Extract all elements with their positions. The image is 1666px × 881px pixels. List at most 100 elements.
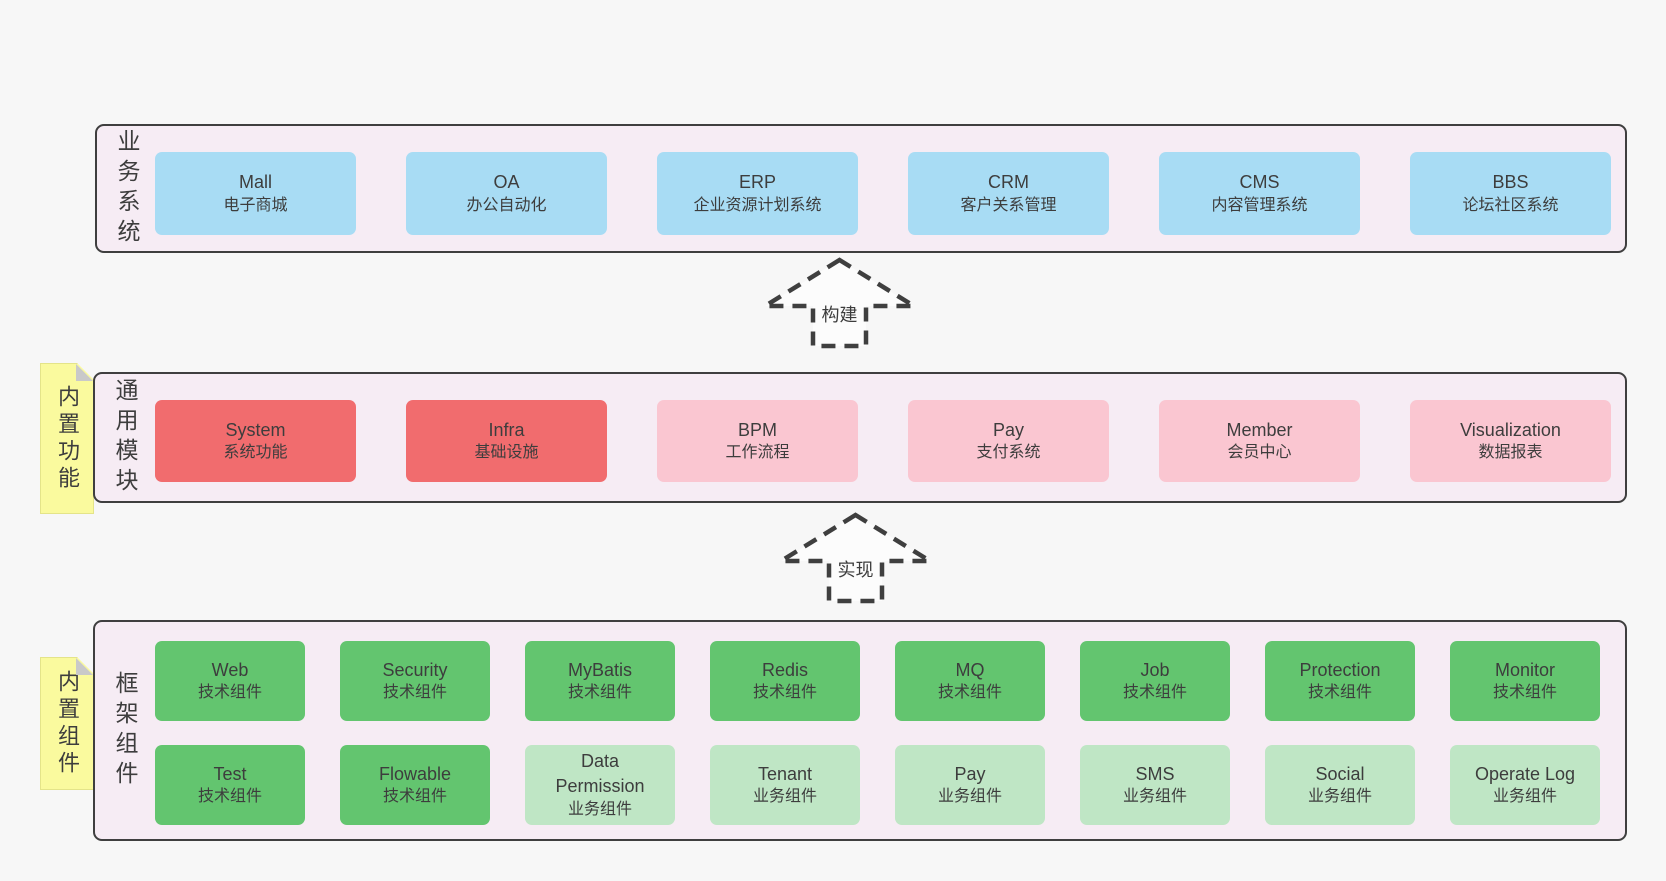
box-zh-label: 业务组件 bbox=[1307, 788, 1372, 806]
box-operate-log: Operate Log 业务组件 bbox=[1450, 745, 1600, 825]
box-zh-label: 会员中心 bbox=[1227, 444, 1292, 462]
band-business-systems: 业务系统 Mall 电子商城 OA 办公自动化 ERP 企业资源计划系统 CRM… bbox=[95, 124, 1627, 253]
box-zh-label: 业务组件 bbox=[1122, 788, 1187, 806]
box-system: System 系统功能 bbox=[155, 400, 356, 482]
box-zh-label: 企业资源计划系统 bbox=[693, 196, 822, 214]
sticky-note-label: 内置组件 bbox=[55, 669, 80, 778]
box-en-label: Web bbox=[211, 659, 249, 680]
box-zh-label: 业务组件 bbox=[1492, 788, 1557, 806]
box-zh-label: 技术组件 bbox=[752, 684, 817, 702]
sticky-note-label: 内置功能 bbox=[55, 384, 80, 493]
box-bpm: BPM 工作流程 bbox=[657, 400, 858, 482]
box-job: Job 技术组件 bbox=[1080, 641, 1230, 721]
box-zh-label: 技术组件 bbox=[382, 788, 447, 806]
box-monitor: Monitor 技术组件 bbox=[1450, 641, 1600, 721]
folded-corner-icon bbox=[76, 364, 93, 381]
box-zh-label: 业务组件 bbox=[752, 788, 817, 806]
band-side-label: 通用模块 bbox=[112, 377, 138, 498]
box-zh-label: 技术组件 bbox=[382, 684, 447, 702]
module-boxes-row: System 系统功能 Infra 基础设施 BPM 工作流程 Pay 支付系统… bbox=[155, 400, 1611, 482]
box-protection: Protection 技术组件 bbox=[1265, 641, 1415, 721]
box-en-label: Test bbox=[213, 763, 247, 784]
band-common-modules: 通用模块 System 系统功能 Infra 基础设施 BPM 工作流程 Pay… bbox=[93, 372, 1627, 503]
box-zh-label: 客户关系管理 bbox=[960, 196, 1057, 214]
box-social: Social 业务组件 bbox=[1265, 745, 1415, 825]
band-framework-components: 框架组件 Web 技术组件 Security 技术组件 MyBatis 技术组件… bbox=[93, 620, 1627, 841]
box-en-label: OA bbox=[493, 172, 520, 193]
sticky-note-built-in-features: 内置功能 bbox=[40, 363, 94, 514]
component-boxes-grid: Web 技术组件 Security 技术组件 MyBatis 技术组件 Redi… bbox=[155, 641, 1600, 825]
box-en-label: Pay bbox=[954, 763, 986, 784]
dashed-up-arrow-build: 构建 bbox=[762, 257, 917, 349]
box-en-label: Member bbox=[1226, 419, 1293, 440]
box-zh-label: 业务组件 bbox=[937, 788, 1002, 806]
box-zh-label: 工作流程 bbox=[725, 444, 790, 462]
box-erp: ERP 企业资源计划系统 bbox=[657, 152, 858, 235]
band-side-label: 框架组件 bbox=[112, 670, 138, 791]
box-crm: CRM 客户关系管理 bbox=[908, 152, 1109, 235]
arrow-label: 构建 bbox=[818, 301, 861, 327]
box-tenant: Tenant 业务组件 bbox=[710, 745, 860, 825]
box-cms: CMS 内容管理系统 bbox=[1159, 152, 1360, 235]
box-zh-label: 技术组件 bbox=[197, 788, 262, 806]
box-en-label: SMS bbox=[1135, 763, 1175, 784]
box-zh-label: 电子商城 bbox=[223, 196, 288, 214]
box-sms: SMS 业务组件 bbox=[1080, 745, 1230, 825]
folded-corner-icon bbox=[76, 658, 93, 675]
box-en-label: MQ bbox=[955, 659, 985, 680]
box-en-label: CMS bbox=[1239, 172, 1280, 193]
box-zh-label: 业务组件 bbox=[567, 800, 632, 818]
box-en-label: Mall bbox=[238, 172, 272, 193]
box-security: Security 技术组件 bbox=[340, 641, 490, 721]
box-mybatis: MyBatis 技术组件 bbox=[525, 641, 675, 721]
box-en-label: BPM bbox=[737, 419, 777, 440]
box-en-label: Data Permission bbox=[555, 751, 645, 796]
box-en-label: CRM bbox=[988, 172, 1029, 193]
box-test: Test 技术组件 bbox=[155, 745, 305, 825]
box-zh-label: 技术组件 bbox=[1307, 684, 1372, 702]
box-zh-label: 办公自动化 bbox=[466, 196, 547, 214]
box-zh-label: 内容管理系统 bbox=[1211, 196, 1308, 214]
box-en-label: Monitor bbox=[1494, 659, 1556, 680]
business-boxes-row: Mall 电子商城 OA 办公自动化 ERP 企业资源计划系统 CRM 客户关系… bbox=[155, 152, 1611, 235]
arrow-label: 实现 bbox=[834, 556, 877, 582]
box-mall: Mall 电子商城 bbox=[155, 152, 356, 235]
box-flowable: Flowable 技术组件 bbox=[340, 745, 490, 825]
box-zh-label: 支付系统 bbox=[976, 444, 1041, 462]
box-zh-label: 技术组件 bbox=[1122, 684, 1187, 702]
box-zh-label: 数据报表 bbox=[1478, 444, 1543, 462]
box-en-label: Security bbox=[382, 659, 448, 680]
box-en-label: Pay bbox=[992, 419, 1025, 440]
box-en-label: BBS bbox=[1492, 172, 1529, 193]
box-en-label: Flowable bbox=[378, 763, 452, 784]
box-visualization: Visualization 数据报表 bbox=[1410, 400, 1611, 482]
box-data-permission: Data Permission 业务组件 bbox=[525, 745, 675, 825]
box-en-label: Social bbox=[1315, 763, 1365, 784]
box-zh-label: 技术组件 bbox=[567, 684, 632, 702]
box-en-label: Redis bbox=[761, 659, 809, 680]
box-zh-label: 技术组件 bbox=[937, 684, 1002, 702]
box-pay-component: Pay 业务组件 bbox=[895, 745, 1045, 825]
dashed-up-arrow-implement: 实现 bbox=[778, 512, 933, 604]
box-en-label: Job bbox=[1140, 659, 1170, 680]
box-pay-module: Pay 支付系统 bbox=[908, 400, 1109, 482]
box-en-label: Infra bbox=[488, 419, 525, 440]
box-en-label: Protection bbox=[1299, 659, 1381, 680]
sticky-note-built-in-components: 内置组件 bbox=[40, 657, 94, 790]
box-en-label: MyBatis bbox=[567, 659, 632, 680]
box-zh-label: 技术组件 bbox=[197, 684, 262, 702]
band-side-label: 业务系统 bbox=[114, 128, 140, 249]
box-en-label: Tenant bbox=[757, 763, 813, 784]
box-redis: Redis 技术组件 bbox=[710, 641, 860, 721]
box-en-label: ERP bbox=[738, 172, 776, 193]
box-en-label: System bbox=[225, 419, 286, 440]
box-zh-label: 技术组件 bbox=[1492, 684, 1557, 702]
box-zh-label: 论坛社区系统 bbox=[1462, 196, 1559, 214]
box-mq: MQ 技术组件 bbox=[895, 641, 1045, 721]
box-en-label: Operate Log bbox=[1474, 763, 1576, 784]
box-zh-label: 系统功能 bbox=[223, 444, 288, 462]
box-bbs: BBS 论坛社区系统 bbox=[1410, 152, 1611, 235]
box-en-label: Visualization bbox=[1460, 419, 1561, 440]
box-oa: OA 办公自动化 bbox=[406, 152, 607, 235]
